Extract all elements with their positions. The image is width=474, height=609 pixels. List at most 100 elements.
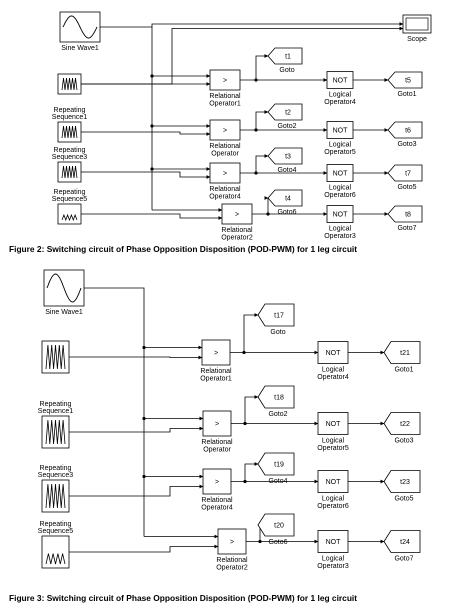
relational-operator-symbol: > (223, 128, 227, 135)
scope-line (81, 26, 404, 85)
block-label: Relational (216, 557, 248, 564)
goto-label: Goto4 (277, 167, 296, 174)
block-label: Operator4 (209, 194, 241, 201)
goto-label: Goto5 (397, 184, 416, 191)
goto-tag: t22 (400, 421, 410, 428)
block-label: Relational (201, 439, 233, 446)
sine-wave-label: Sine Wave1 (45, 309, 83, 316)
relational-operator-symbol: > (214, 350, 218, 357)
signal-line (81, 131, 211, 136)
repeating-sequence-label: Repeating (54, 147, 86, 154)
goto-block (387, 71, 423, 89)
goto-block (383, 530, 421, 553)
signal-line (69, 544, 219, 553)
goto-label: Goto3 (394, 438, 413, 445)
repeating-sequence-label: Repeating (54, 189, 86, 196)
signal-line (81, 213, 223, 220)
block-label: Relational (201, 497, 233, 504)
block-label: Relational (221, 227, 253, 234)
block-label: Operator3 (324, 233, 356, 240)
goto-tag: t4 (285, 196, 291, 203)
logical-operator-symbol: NOT (333, 78, 349, 85)
goto-block (267, 47, 303, 65)
goto-tag: t2 (285, 110, 291, 117)
sawtooth-icon (61, 165, 78, 179)
block-label: Operator4 (201, 505, 233, 512)
goto-tag: t17 (274, 313, 284, 320)
logical-operator-symbol: NOT (333, 212, 349, 219)
sawtooth-icon (61, 213, 78, 222)
goto-label: Goto3 (397, 141, 416, 148)
goto-tag: t8 (405, 212, 411, 219)
block-label: Operator6 (324, 192, 356, 199)
block-label: Logical (322, 367, 345, 374)
goto-label: Goto7 (394, 556, 413, 563)
relational-operator-symbol: > (215, 421, 219, 428)
block-label: Operator2 (216, 565, 248, 572)
goto-block (257, 513, 295, 537)
goto-block (383, 470, 421, 493)
repeating-sequence-label: Repeating (40, 465, 72, 472)
scope-screen-icon (405, 17, 429, 31)
scope-line (151, 22, 404, 27)
sine-wave-icon (46, 273, 82, 303)
logical-operator-symbol: NOT (333, 171, 349, 178)
goto-tag: t1 (285, 54, 291, 61)
relational-operator-block (202, 410, 232, 437)
block-label: Logical (329, 226, 352, 233)
repeating-sequence-label: Repeating (40, 521, 72, 528)
relational-operator-block (217, 528, 247, 555)
goto-block (267, 189, 303, 207)
block-label: Operator2 (221, 235, 253, 242)
relational-operator-symbol: > (223, 78, 227, 85)
repeating-sequence-block (57, 161, 82, 183)
goto-block (387, 205, 423, 223)
signal-line (81, 171, 211, 179)
goto-tag: t23 (400, 479, 410, 486)
block-label: Relational (209, 186, 241, 193)
goto-label: Goto7 (397, 225, 416, 232)
logical-operator-symbol: NOT (326, 479, 342, 486)
relational-operator-symbol: > (223, 171, 227, 178)
logical-operator-symbol: NOT (326, 350, 342, 357)
goto-tag: t3 (285, 154, 291, 161)
repeating-sequence-label: Repeating (54, 107, 86, 114)
block-label: Relational (209, 143, 241, 150)
sawtooth-icon (45, 483, 66, 509)
signal-line (255, 54, 269, 80)
figure-3-caption: Figure 3: Switching circuit of Phase Opp… (9, 593, 357, 603)
signal-line (69, 355, 203, 360)
goto-tag: t21 (400, 350, 410, 357)
relational-operator-symbol: > (230, 539, 234, 546)
scope-label: Scope (407, 36, 427, 43)
logical-operator-symbol: NOT (326, 421, 342, 428)
signal-line (244, 395, 259, 424)
goto-tag: t19 (274, 462, 284, 469)
sawtooth-icon (45, 553, 66, 565)
goto-label: Goto (279, 67, 294, 74)
sawtooth-icon (45, 419, 66, 445)
goto-block (257, 385, 295, 409)
block-label: Operator3 (317, 563, 349, 570)
repeating-sequence-block (57, 73, 82, 95)
goto-block (257, 452, 295, 476)
signal-line (244, 462, 259, 482)
goto-label: Goto5 (394, 496, 413, 503)
goto-label: Goto6 (268, 539, 287, 546)
signal-line (69, 426, 204, 433)
logical-operator-symbol: NOT (326, 539, 342, 546)
logical-operator-symbol: NOT (333, 128, 349, 135)
goto-tag: t20 (274, 523, 284, 530)
signal-line (243, 313, 259, 353)
repeating-sequence-label: Sequence1 (38, 408, 74, 415)
block-label: Operator5 (324, 149, 356, 156)
relational-operator-symbol: > (235, 212, 239, 219)
goto-block (267, 147, 303, 165)
goto-label: Goto (270, 329, 285, 336)
sawtooth-icon (61, 77, 78, 91)
goto-tag: t24 (400, 539, 410, 546)
repeating-sequence-label: Sequence3 (38, 472, 74, 479)
sawtooth-icon (45, 344, 66, 370)
figure-2-caption: Figure 2: Switching circuit of Phase Opp… (9, 244, 357, 254)
